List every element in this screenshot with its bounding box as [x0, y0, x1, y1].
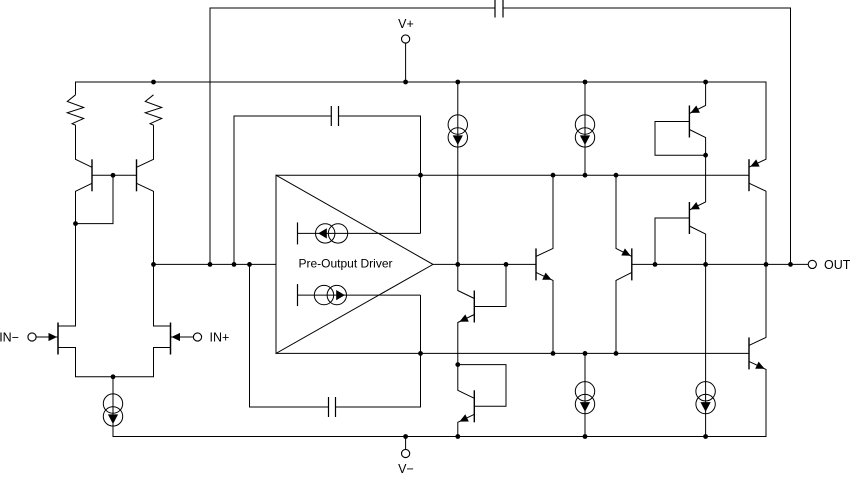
- svg-text:V+: V+: [398, 17, 414, 31]
- svg-text:OUT: OUT: [824, 258, 850, 272]
- svg-text:V−: V−: [398, 462, 414, 473]
- svg-text:IN−: IN−: [0, 331, 19, 345]
- svg-text:IN+: IN+: [210, 331, 230, 345]
- svg-text:Pre-Output Driver: Pre-Output Driver: [298, 257, 392, 271]
